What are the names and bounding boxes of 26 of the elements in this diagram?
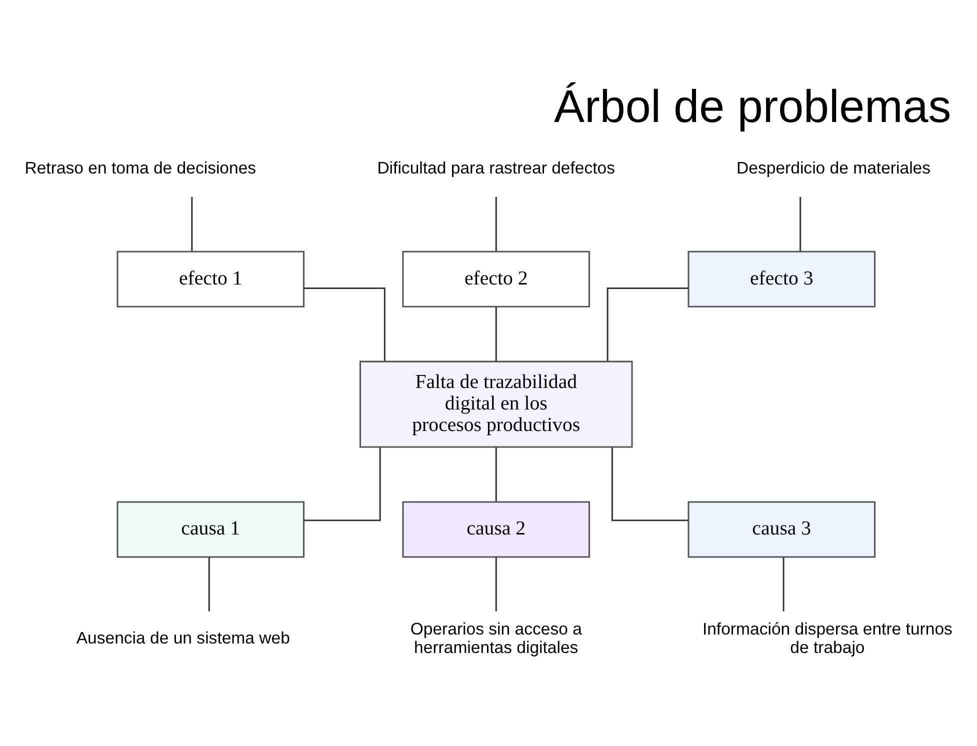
- node-box: Falta de trazabilidad digital en los procesos productivos: [360, 360, 633, 448]
- node-box: efecto 2: [402, 250, 590, 308]
- connector: [191, 196, 193, 251]
- node-box: causa 1: [116, 501, 305, 558]
- connector: [495, 306, 497, 362]
- node-text: Operarios sin acceso a herramientas digitales: [410, 620, 582, 657]
- connector: [304, 448, 381, 522]
- connector: [611, 448, 688, 522]
- node-text: Información dispersa entre turnos de trabajo: [702, 620, 952, 657]
- connector: [304, 288, 386, 362]
- connector: [782, 557, 784, 612]
- connector: [495, 447, 497, 502]
- node-box: efecto 1: [116, 250, 305, 308]
- node-text: Retraso en toma de decisiones: [24, 158, 256, 178]
- node-text: Ausencia de un sistema web: [76, 628, 290, 648]
- connector: [606, 288, 688, 362]
- connector: [495, 557, 497, 612]
- node-box: efecto 3: [688, 250, 876, 308]
- connector: [495, 196, 497, 251]
- diagram-title: Árbol de problemas: [554, 80, 952, 132]
- node-box: causa 2: [402, 501, 590, 558]
- node-text: Dificultad para rastrear defectos: [377, 158, 616, 178]
- connector: [800, 196, 802, 251]
- node-text: Desperdicio de materiales: [736, 158, 931, 178]
- node-box: causa 3: [688, 501, 876, 558]
- connector: [208, 557, 210, 612]
